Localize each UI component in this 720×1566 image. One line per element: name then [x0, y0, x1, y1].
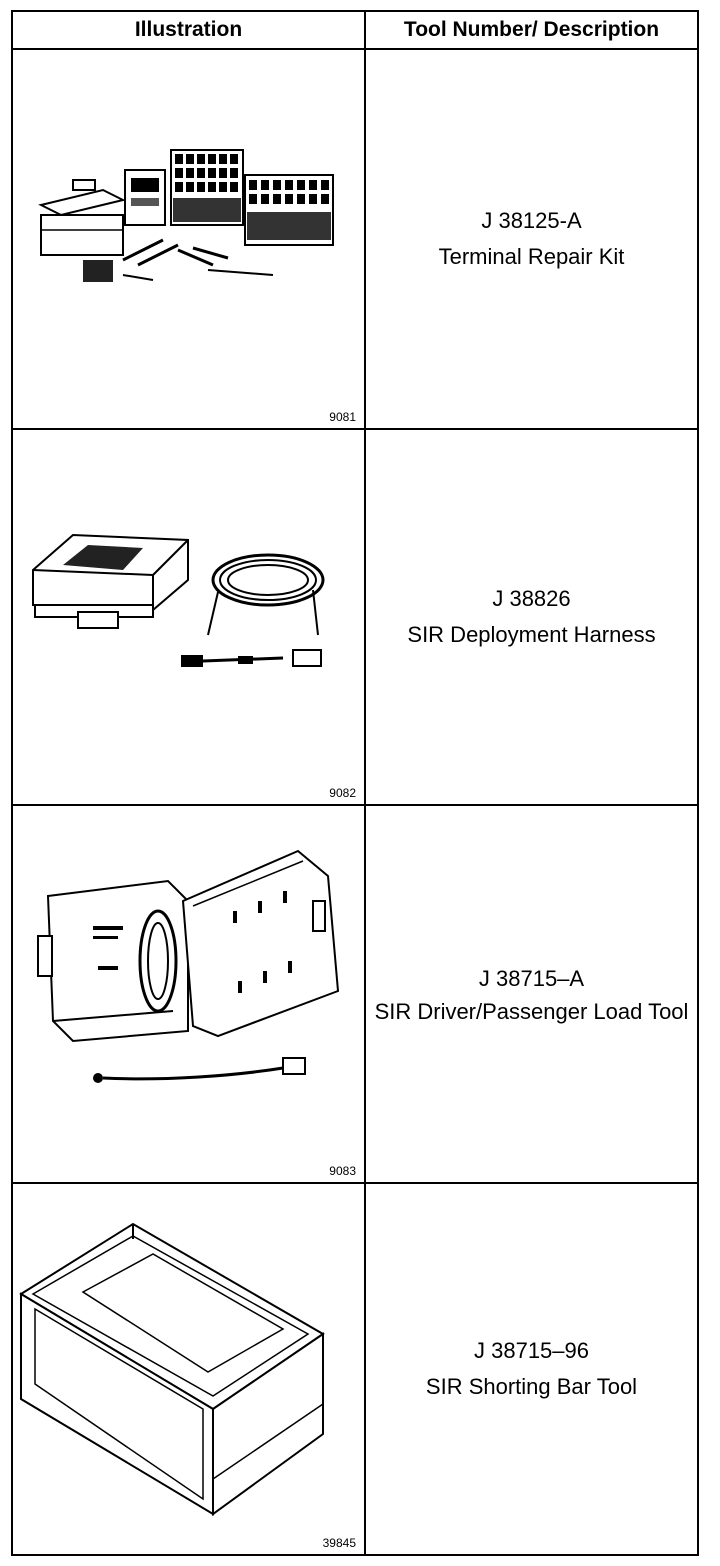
tool-number: J 38715–A — [478, 966, 585, 991]
load-tool-illustration — [37, 849, 340, 1083]
description-cell: J 38715–96 SIR Shorting Bar Tool — [366, 1184, 697, 1554]
shorting-bar-tool-illustration — [19, 1222, 325, 1516]
description-cell: J 38715–A SIR Driver/Passenger Load Tool — [366, 806, 697, 1182]
tool-description: SIR Shorting Bar Tool — [425, 1374, 638, 1399]
illustration-cell: 9083 — [13, 806, 366, 1182]
tools-table: Illustration Tool Number/ Description — [11, 10, 699, 1556]
deployment-harness-illustration — [32, 533, 325, 667]
description-cell: J 38125-A Terminal Repair Kit — [366, 50, 697, 428]
table-row: 9083 J 38715–A SIR Driver/Passenger Load… — [13, 806, 697, 1184]
figure-number: 39845 — [322, 1536, 356, 1550]
description-cell: J 38826 SIR Deployment Harness — [366, 430, 697, 804]
figure-number: 9081 — [329, 410, 356, 424]
table-row: 9082 J 38826 SIR Deployment Harness — [13, 430, 697, 806]
figure-number: 9083 — [329, 1164, 356, 1178]
table-row: 9081 J 38125-A Terminal Repair Kit — [13, 50, 697, 430]
tool-number: J 38125-A — [481, 208, 582, 233]
tool-description: SIR Deployment Harness — [407, 622, 656, 647]
tool-number: J 38826 — [492, 586, 571, 611]
column-header-illustration: Illustration — [13, 12, 366, 50]
column-header-description: Tool Number/ Description — [366, 12, 697, 50]
tool-description: Terminal Repair Kit — [438, 244, 625, 269]
illustration-cell: 39845 — [13, 1184, 366, 1554]
illustration-cell: 9081 — [13, 50, 366, 428]
figure-number: 9082 — [329, 786, 356, 800]
table-row: 39845 J 38715–96 SIR Shorting Bar Tool — [13, 1184, 697, 1554]
illustration-cell: 9082 — [13, 430, 366, 804]
tool-number: J 38715–96 — [474, 1338, 589, 1363]
tool-description: SIR Driver/Passenger Load Tool — [374, 999, 689, 1024]
terminal-repair-kit-illustration — [38, 149, 334, 282]
